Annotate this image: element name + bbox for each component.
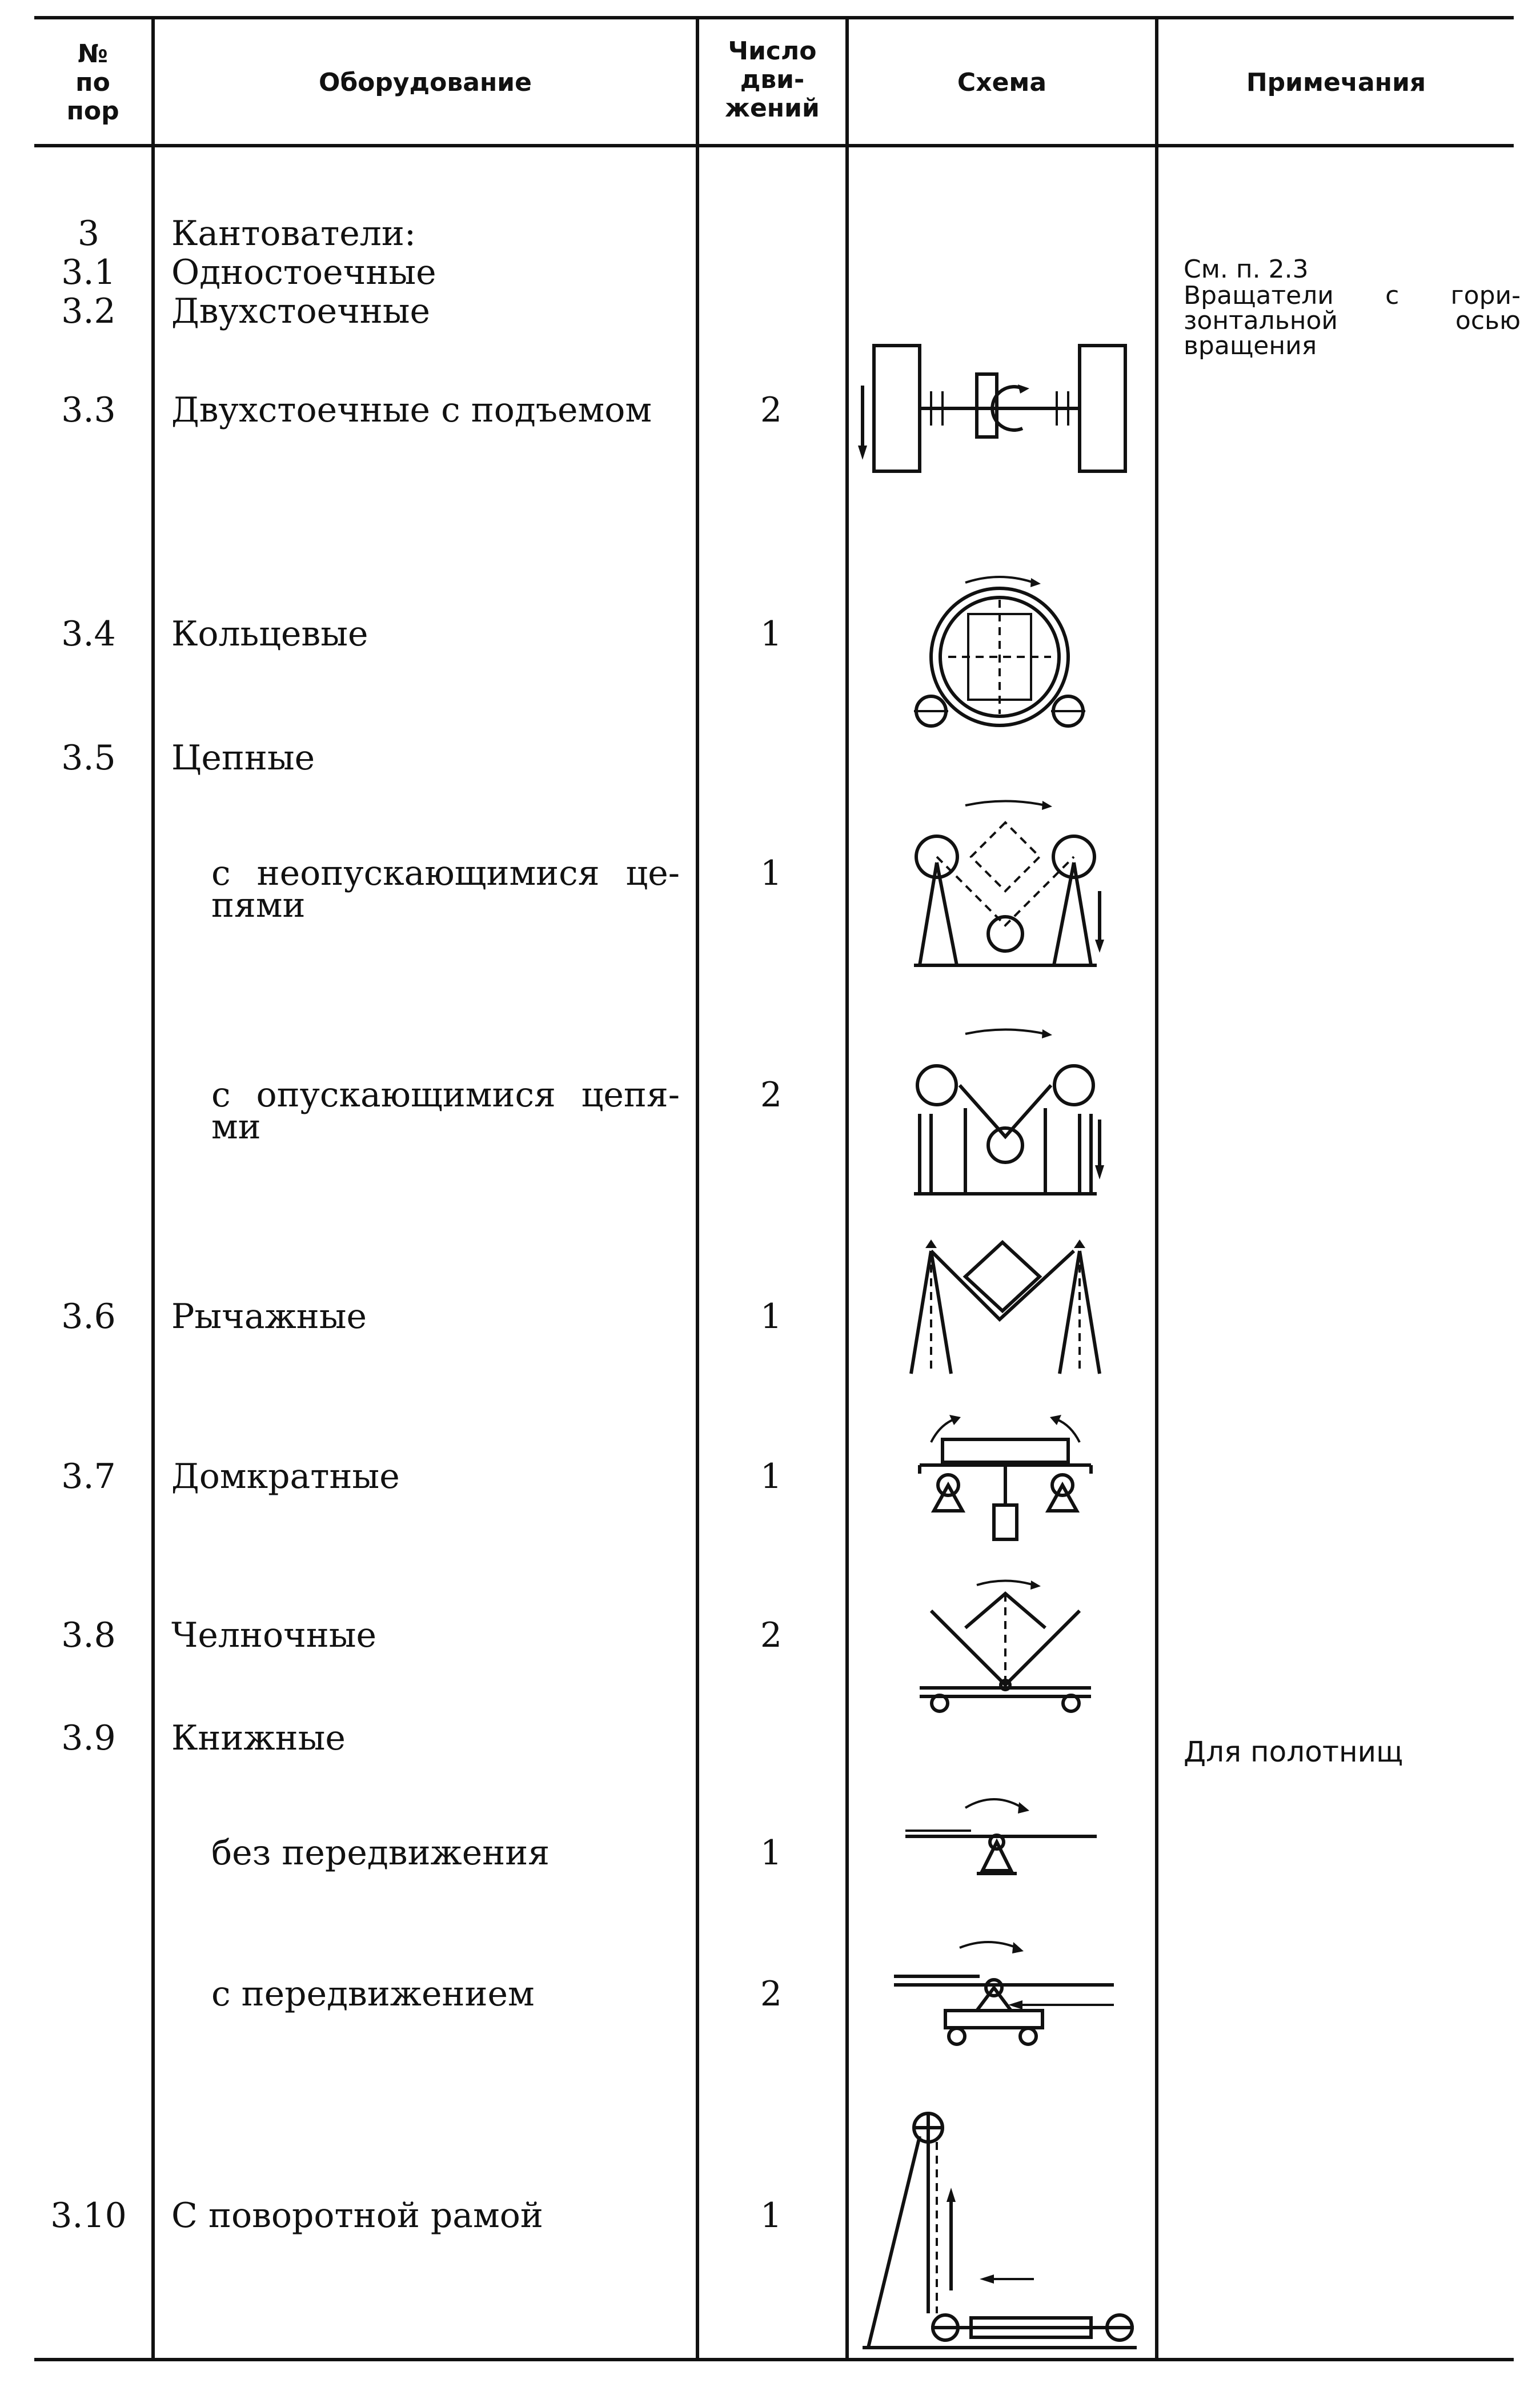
row-num: 3.7 [61, 1457, 116, 1497]
header-scheme: Схема [957, 68, 1047, 97]
header-equipment: Оборудование [319, 68, 532, 97]
table-top-rule [34, 16, 1514, 19]
row-equipment: Книжные [171, 1718, 346, 1758]
row-num: 3.5 [61, 738, 116, 778]
row-equipment: Домкратные [171, 1457, 400, 1497]
row-count: 2 [760, 390, 783, 430]
note-line: вращения [1184, 331, 1317, 360]
row-count: 2 [760, 1615, 783, 1655]
row-num: 3.6 [61, 1297, 116, 1337]
row-equipment: Двухстоечные с подъемом [171, 390, 652, 430]
row-count: 2 [760, 1974, 783, 2014]
header-num-line: № [78, 39, 108, 69]
row-count: 1 [760, 1297, 783, 1337]
row-num: 3.9 [61, 1718, 116, 1758]
row-equipment-line: с опускающимися цепя- [211, 1075, 680, 1115]
header-count-line: дви- [740, 65, 805, 94]
row-equipment: Цепные [171, 738, 315, 778]
jack-scheme-icon [918, 1415, 1093, 1541]
row-equipment: Кантователи: [171, 214, 416, 254]
column-divider-1 [151, 16, 155, 2358]
book-fixed-scheme-icon [905, 1798, 1097, 1875]
row-count: 1 [760, 1457, 783, 1497]
row-equipment: Одностоечные [171, 252, 436, 292]
note-line: Вращатели с гори- [1184, 281, 1521, 310]
row-num: 3.10 [50, 2196, 127, 2236]
row-num: 3.4 [61, 614, 116, 654]
note-rotators: Вращатели с гори- зонтальной осью вращен… [1184, 283, 1521, 359]
header-notes: Примечания [1246, 68, 1426, 97]
header-count-line: жений [725, 94, 820, 123]
row-equipment-line: ми [211, 1107, 261, 1147]
header-count-line: Число [728, 37, 817, 66]
row-equipment: Рычажные [171, 1297, 367, 1337]
row-equipment: С поворотной рамой [171, 2196, 543, 2236]
table-bottom-rule [34, 2358, 1514, 2361]
ring-scheme-icon [914, 576, 1085, 728]
row-equipment-line: с неопускающимися це- [211, 853, 680, 893]
row-equipment: Двухстоечные [171, 291, 431, 331]
note-line: зонтальной осью [1184, 306, 1521, 335]
row-equipment: с передвижением [211, 1974, 535, 2014]
row-num: 3.1 [61, 252, 116, 292]
column-divider-3 [845, 16, 849, 2358]
two-post-lift-scheme-icon [858, 344, 1127, 473]
row-num: 3 [77, 214, 100, 254]
row-equipment: с опускающимися цепя- ми [211, 1076, 680, 1146]
column-divider-2 [696, 16, 699, 2358]
row-count: 1 [760, 1833, 783, 1873]
lever-scheme-icon [909, 1239, 1101, 1374]
header-num-line: пор [66, 97, 119, 126]
row-num: 3.3 [61, 390, 116, 430]
rotary-frame-scheme-icon [863, 2112, 1137, 2349]
shuttle-scheme-icon [920, 1579, 1091, 1713]
row-count: 2 [760, 1075, 783, 1115]
row-num: 3.2 [61, 291, 116, 331]
header-num-line: по [75, 68, 110, 97]
chain-fixed-scheme-icon [914, 800, 1104, 967]
note-panels: Для полотнищ [1184, 1735, 1403, 1768]
note-reference: См. п. 2.3 [1184, 255, 1309, 284]
row-count: 1 [760, 2196, 783, 2236]
row-count: 1 [760, 614, 783, 654]
row-count: 1 [760, 853, 783, 893]
row-equipment: без передвижения [211, 1833, 550, 1873]
header-count: Число дви- жений [699, 37, 845, 123]
row-equipment: Кольцевые [171, 614, 368, 654]
row-num: 3.8 [61, 1615, 116, 1655]
book-moving-scheme-icon [894, 1941, 1114, 2046]
row-equipment: с неопускающимися це- пями [211, 854, 680, 925]
header-bottom-rule [34, 144, 1514, 147]
header-num: № по пор [34, 40, 151, 126]
chain-lowering-scheme-icon [914, 1028, 1104, 1195]
column-divider-4 [1155, 16, 1158, 2358]
row-equipment-line: пями [211, 885, 306, 925]
row-equipment: Челночные [171, 1615, 377, 1655]
